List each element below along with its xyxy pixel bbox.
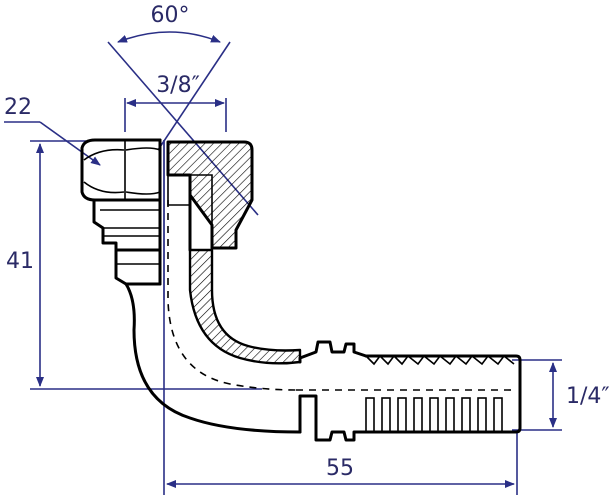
nut-section-inner	[190, 174, 213, 225]
angle-arc	[117, 31, 221, 43]
thread-dimension: 3/8″	[124, 73, 227, 132]
hex-nut-chamfer-bottom-2	[125, 191, 161, 195]
height-label: 41	[6, 249, 34, 274]
hose-label: 1/4″	[566, 384, 610, 409]
hex-nut-chamfer-bottom	[83, 181, 125, 194]
nut-section	[166, 140, 254, 250]
collar-left	[92, 198, 162, 252]
hex-nut	[80, 138, 162, 202]
fitting-body	[80, 138, 522, 442]
length-dimension: 55	[163, 140, 518, 495]
height-dimension: 41	[6, 140, 262, 390]
thread-label: 3/8″	[156, 73, 200, 98]
barbs-bottom	[365, 397, 503, 433]
hex-nut-chamfer-top-2	[125, 147, 161, 151]
length-label: 55	[326, 456, 354, 481]
angle-label: 60°	[151, 3, 190, 28]
elbow-inner-wall	[188, 248, 302, 365]
tail-flange-top	[298, 340, 368, 364]
hose-tail-outline	[364, 354, 522, 434]
stem-shoulder	[114, 248, 162, 286]
barbs-top	[365, 354, 515, 366]
hex-label: 22	[4, 95, 32, 120]
hose-dimension: 1/4″	[512, 359, 610, 431]
seat-line	[167, 175, 190, 206]
hex-dimension: 22	[4, 95, 101, 166]
hex-leader	[39, 121, 101, 166]
elbow-outer	[124, 282, 302, 434]
tail-flange-bottom	[298, 394, 368, 442]
hex-nut-chamfer-top	[83, 148, 125, 161]
angle-leg-right	[157, 41, 231, 151]
